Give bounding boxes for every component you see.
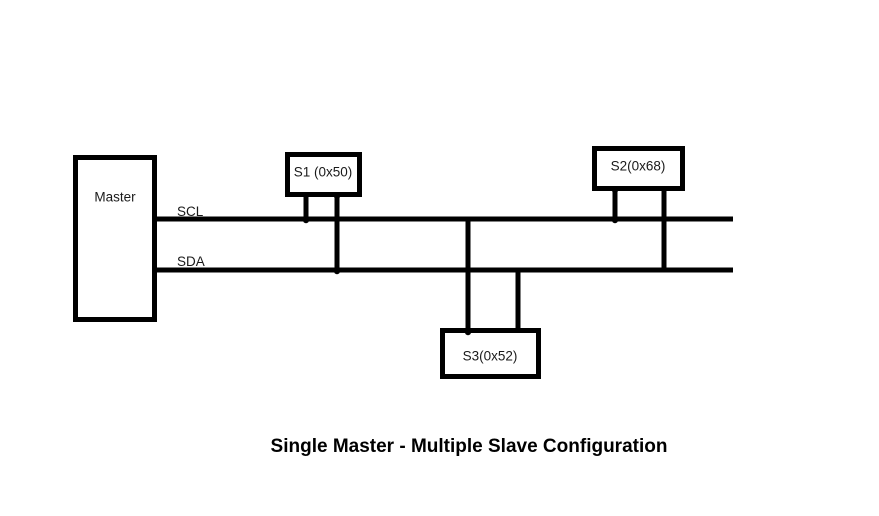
diagram-title: Single Master - Multiple Slave Configura… [271,436,668,457]
master-box[interactable] [73,155,157,322]
s1-scl-junction-dot [302,216,310,224]
slave-label-s3: S3(0x52) [463,349,518,364]
slave-label-s2: S2(0x68) [611,159,666,174]
s1-sda-junction-dot [333,267,341,275]
s2-box-pin-dot [611,186,619,194]
s2-scl-junction-dot [611,216,619,224]
s3-box-pin-dot [464,328,472,336]
s1-box-pin-dot [333,192,341,200]
slave-label-s1: S1 (0x50) [294,165,353,180]
slave-box-s1[interactable] [285,152,362,197]
sda-bus-label: SDA [177,254,205,269]
master-label: Master [94,190,136,205]
slave-box-s3[interactable] [440,328,541,379]
slave-box-s2[interactable] [592,146,685,191]
scl-bus-label: SCL [177,204,204,219]
